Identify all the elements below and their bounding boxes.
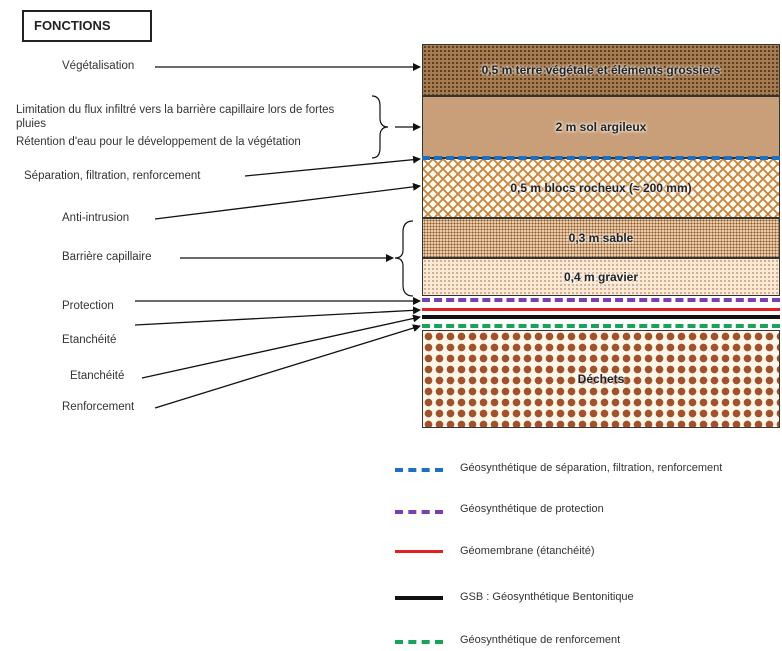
geo-renforcement-line xyxy=(422,324,780,328)
label-etancheite-1: Etanchéité xyxy=(62,334,117,346)
arrow-etancheite-2 xyxy=(141,314,421,379)
layer-label-dechets: Déchets xyxy=(577,372,625,386)
brace-limitation xyxy=(371,95,389,159)
layer-dechets: Déchets xyxy=(422,330,780,428)
label-limitation: Limitation du flux infiltré vers la barr… xyxy=(16,104,335,130)
layer-label-gravier: 0,4 m gravier xyxy=(563,270,639,284)
layer-blocs-rocheux: 0,5 m blocs rocheux (≈ 200 mm) xyxy=(422,158,780,218)
legend-label-geomembrane: Géomembrane (étanchéité) xyxy=(460,545,595,557)
layer-label-sable: 0,3 m sable xyxy=(568,231,634,245)
label-vegetalisation: Végétalisation xyxy=(62,60,135,72)
layer-terre-vegetale: 0,5 m terre végétale et éléments grossie… xyxy=(422,44,780,96)
arrow-separation xyxy=(244,155,421,177)
label-retention: Rétention d'eau pour le développement de… xyxy=(16,136,301,148)
arrow-renforcement xyxy=(154,324,421,409)
arrow-anti-intrusion xyxy=(154,182,421,220)
layer-label-argileux: 2 m sol argileux xyxy=(555,120,647,134)
layer-label-blocs: 0,5 m blocs rocheux (≈ 200 mm) xyxy=(510,181,692,195)
label-anti-intrusion: Anti-intrusion xyxy=(62,212,130,224)
geo-protection-line xyxy=(422,298,780,302)
legend-swatch-geomembrane xyxy=(395,550,443,553)
label-renforcement: Renforcement xyxy=(62,401,135,413)
legend-label-protection: Géosynthétique de protection xyxy=(460,503,604,515)
layer-sol-argileux: 2 m sol argileux xyxy=(422,96,780,158)
gsb-line xyxy=(422,315,780,319)
legend-label-renforcement: Géosynthétique de renforcement xyxy=(460,634,621,646)
layer-label-vegetale: 0,5 m terre végétale et éléments grossie… xyxy=(481,63,721,77)
legend-swatch-renforcement xyxy=(395,640,443,644)
page-title: FONCTIONS xyxy=(22,10,152,42)
label-etancheite-2: Etanchéité xyxy=(70,370,125,382)
geomembrane-line xyxy=(422,308,780,311)
geo-separation-line xyxy=(422,156,780,160)
label-protection: Protection xyxy=(62,300,114,312)
legend-swatch-protection xyxy=(395,510,443,514)
layer-gravier: 0,4 m gravier xyxy=(422,258,780,296)
legend-swatch-gsb xyxy=(395,596,443,600)
legend-swatch-separation xyxy=(395,468,443,472)
legend-label-separation: Géosynthétique de séparation, filtration… xyxy=(460,462,723,474)
legend-label-gsb: GSB : Géosynthétique Bentonitique xyxy=(460,591,634,603)
brace-barriere xyxy=(394,220,414,297)
arrow-etancheite-1 xyxy=(134,306,421,326)
label-barriere-capillaire: Barrière capillaire xyxy=(62,251,152,263)
label-separation: Séparation, filtration, renforcement xyxy=(24,170,201,182)
layer-sable: 0,3 m sable xyxy=(422,218,780,258)
